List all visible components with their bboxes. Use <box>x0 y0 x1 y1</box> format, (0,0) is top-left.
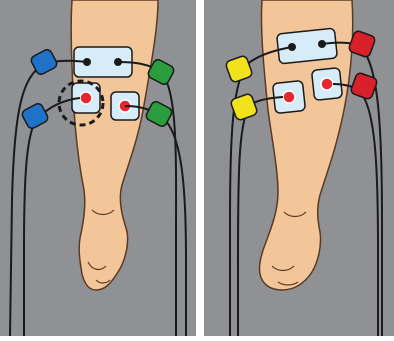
upper-electrode-pad <box>277 28 338 64</box>
lower-pad-right-dot <box>321 78 333 90</box>
panel-divider <box>196 0 204 341</box>
lower-pad-left-dot <box>283 91 295 103</box>
lower-pad-left-dot <box>80 92 92 104</box>
bottom-border <box>0 336 394 341</box>
